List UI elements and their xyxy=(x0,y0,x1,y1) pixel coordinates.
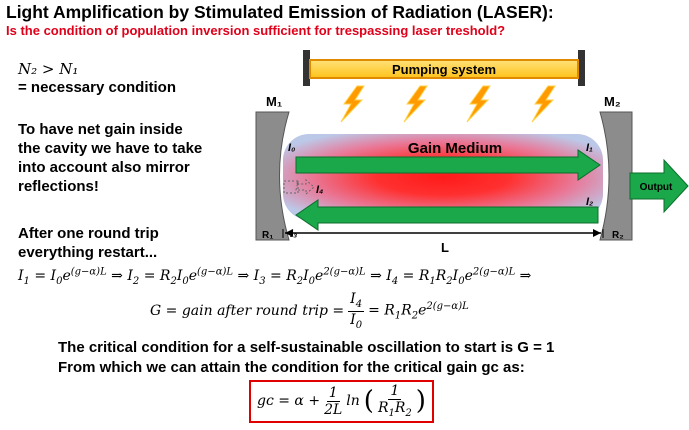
pump-right-cap xyxy=(578,50,585,86)
r1-label: R₁ xyxy=(262,230,273,241)
page-subtitle: Is the condition of population inversion… xyxy=(6,23,506,38)
i0-label: I₀ xyxy=(288,142,295,154)
intensity-chain: I1 = I0e(g−α)L ⇒ I2 = R2I0e(g−α)L ⇒ I3 =… xyxy=(18,266,531,286)
backward-beam-arrow xyxy=(295,199,599,231)
round-trip-line-2: everything restart... xyxy=(18,244,158,261)
necessary-condition-text: = necessary condition xyxy=(18,79,176,96)
gain-text-line-1: To have net gain inside xyxy=(18,121,183,138)
round-trip-line-1: After one round trip xyxy=(18,225,159,242)
pump-bar xyxy=(309,59,579,79)
gc-f2-num: 1 xyxy=(388,383,402,400)
gain-medium-label: Gain Medium xyxy=(408,140,502,157)
g-lhs: G = gain after round trip = xyxy=(150,303,345,320)
bolt-icon xyxy=(340,85,365,123)
l-arrow-right xyxy=(593,229,601,237)
l-label: L xyxy=(441,240,449,255)
gain-text-line-2: the cavity we have to take xyxy=(18,140,203,157)
gc-f1-num: 1 xyxy=(326,384,340,402)
g-fraction: I4 I0 xyxy=(348,291,365,331)
output-label: Output xyxy=(640,182,673,193)
mirror-m1 xyxy=(255,111,290,241)
pump-bolts xyxy=(340,85,556,123)
gain-text-line-3: into account also mirror xyxy=(18,159,190,176)
gc-f2-den: R1R2 xyxy=(377,400,412,419)
gc-lhs: gᴄ = α + xyxy=(257,393,321,410)
page-title: Light Amplification by Stimulated Emissi… xyxy=(6,2,554,22)
pumping-label: Pumping system xyxy=(392,62,496,77)
i4-label: I₄ xyxy=(316,184,323,196)
bolt-icon xyxy=(466,85,491,123)
bolt-icon xyxy=(531,85,556,123)
gain-definition: G = gain after round trip = I4 I0 = R1R2… xyxy=(150,292,469,331)
population-inequality: N₂ > N₁ xyxy=(18,60,79,78)
g-num: I4 xyxy=(348,291,365,312)
mirror-m1-label: M₁ xyxy=(266,94,282,109)
gc-f1-den: 2L xyxy=(324,401,343,418)
l-arrow-left xyxy=(285,229,293,237)
pumping-system: Pumping system xyxy=(303,50,585,86)
forward-beam-arrow xyxy=(295,149,601,181)
g-den: I0 xyxy=(350,311,363,331)
i1-label: I₁ xyxy=(586,142,593,154)
i2-label: I₂ xyxy=(586,196,593,208)
gc-fraction-1: 1 2L xyxy=(324,386,342,417)
critical-condition-line-1: The critical condition for a self-sustai… xyxy=(58,339,555,356)
dashed-arrow-icon xyxy=(294,178,315,196)
chain-eq: I1 = I0e(g−α)L ⇒ I2 = R2I0e(g−α)L ⇒ I3 =… xyxy=(18,266,532,287)
bolt-icon xyxy=(403,85,428,123)
gc-ln: ln xyxy=(346,393,360,410)
i3-label: I₃ xyxy=(290,228,297,240)
output-arrow xyxy=(629,158,689,214)
r2-label: R₂ xyxy=(612,230,624,241)
paren-close: ) xyxy=(415,386,426,417)
pump-left-cap xyxy=(303,50,310,86)
g-rhs: = R1R2e2(g−α)L xyxy=(368,301,469,322)
gain-medium xyxy=(283,134,603,220)
critical-gain-formula: gᴄ = α + 1 2L ln ( 1 R1R2 ) xyxy=(249,380,434,423)
gc-fraction-2: 1 R1R2 xyxy=(378,384,412,419)
mirror-m2 xyxy=(599,111,633,241)
mirror-m2-label: M₂ xyxy=(604,94,621,109)
gain-text-line-4: reflections! xyxy=(18,178,99,195)
critical-condition-line-2: From which we can attain the condition f… xyxy=(58,359,525,376)
dashed-box xyxy=(283,180,299,194)
paren-open: ( xyxy=(363,386,374,417)
